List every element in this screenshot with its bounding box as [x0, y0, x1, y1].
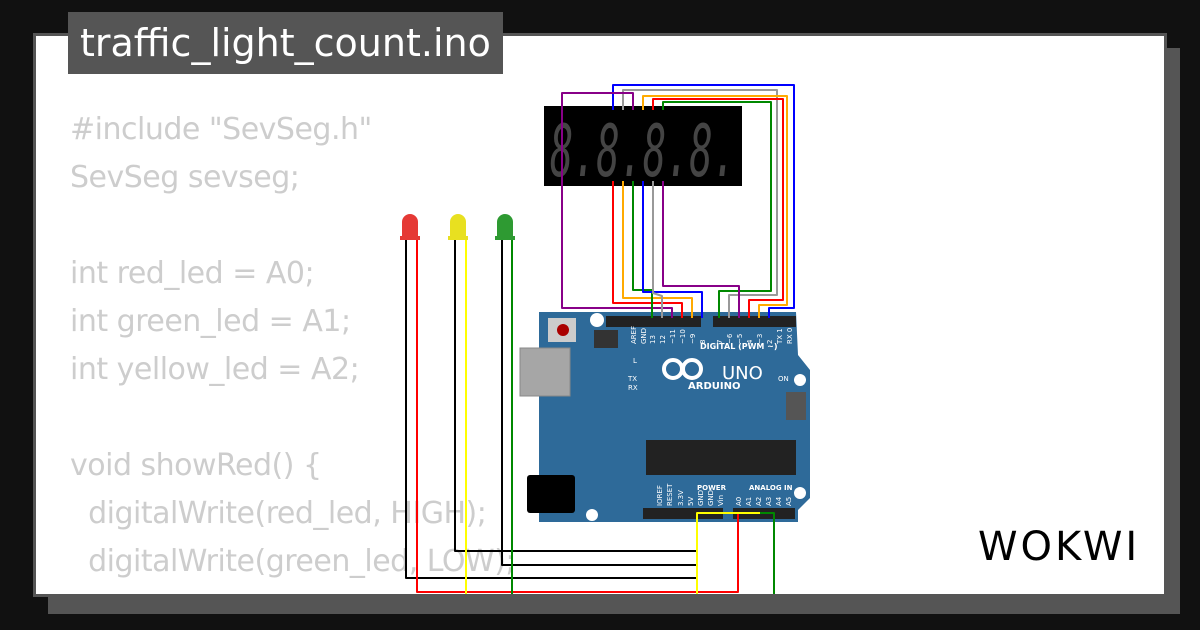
led-green[interactable] [495, 214, 515, 240]
circuit-diagram: 8.8.8.8. DIGITAL (PWM ~) ARDUINO UNO POW… [400, 84, 810, 597]
wire[interactable] [612, 181, 683, 318]
model-label: UNO [722, 363, 763, 384]
wire[interactable] [662, 101, 772, 318]
analog-pin-label: A1 [745, 497, 753, 506]
brand-label: ARDUINO [688, 381, 740, 392]
wire[interactable] [561, 92, 673, 318]
wokwi-logo[interactable]: WOKWI [978, 524, 1141, 570]
digital-pin-label: 2 [766, 340, 774, 344]
analog-pin-label: A5 [785, 497, 793, 506]
wire[interactable] [612, 84, 795, 318]
power-label: POWER [697, 484, 727, 492]
wire[interactable] [760, 512, 775, 597]
wire[interactable] [501, 240, 697, 566]
analog-pin-label: A2 [755, 497, 763, 506]
code-line: int green_led = A1; [70, 304, 351, 339]
led-yellow[interactable] [448, 214, 468, 240]
led-label: L [633, 357, 637, 365]
led-label: RX [628, 384, 638, 392]
digital-pin-label: 4 [746, 339, 754, 344]
led-red[interactable] [400, 214, 420, 240]
digital-pin-label: ~11 [669, 329, 677, 344]
wire[interactable] [622, 181, 693, 318]
wire[interactable] [662, 181, 740, 318]
arduino-uno[interactable]: DIGITAL (PWM ~) ARDUINO UNO POWER ANALOG… [519, 312, 810, 522]
power-pin-label: GND [697, 490, 705, 506]
led-label: ON [778, 375, 789, 383]
code-line: int red_led = A0; [70, 256, 315, 291]
digital-pin-label: TX 1 [776, 328, 784, 345]
digital-pin-label: 7 [716, 340, 724, 344]
digital-pin-label: ~5 [736, 334, 744, 344]
power-jack [527, 475, 575, 513]
code-line: SevSeg sevseg; [70, 160, 300, 195]
power-pin-label: Vin [717, 495, 725, 506]
digital-pin-label: 12 [659, 335, 667, 344]
digital-pin-label: ~9 [689, 334, 697, 344]
code-preview: #include "SevSeg.h" SevSeg sevseg; int re… [70, 106, 524, 594]
power-pin-label: 3.3V [677, 490, 685, 506]
wire[interactable] [416, 240, 739, 593]
digital-pin-label: ~3 [756, 334, 764, 344]
digital-pin-label: ~6 [726, 333, 734, 344]
seven-segment-display[interactable]: 8.8.8.8. [544, 106, 742, 193]
code-line: int yellow_led = A2; [70, 352, 360, 387]
wire[interactable] [454, 240, 697, 552]
analog-pin-label: A4 [775, 496, 783, 506]
power-pin-label: RESET [666, 483, 674, 506]
preview-panel: #include "SevSeg.h" SevSeg sevseg; int re… [33, 33, 1167, 597]
digital-pin-label: 13 [649, 335, 657, 344]
digital-pin-label: AREF [630, 326, 638, 344]
code-line: digitalWrite(red_led, HIGH); [70, 496, 487, 531]
analog-pin-label: A3 [765, 497, 773, 506]
digital-label: DIGITAL (PWM ~) [700, 342, 778, 351]
power-pin-label: GND [707, 490, 715, 506]
wire[interactable] [652, 181, 663, 318]
display-digits: 8.8.8.8. [550, 109, 736, 193]
microcontroller-chip [646, 440, 796, 475]
analog-label: ANALOG IN [749, 484, 793, 492]
wire[interactable] [696, 512, 760, 597]
wire[interactable] [642, 181, 703, 318]
file-title: traffic_light_count.ino [68, 12, 503, 74]
usb-port [519, 347, 571, 397]
digital-pin-label: GND [640, 328, 648, 344]
digital-pin-label: RX 0 [786, 328, 794, 344]
power-pin-label: IOREF [656, 485, 664, 506]
power-pin-label: 5V [687, 497, 695, 506]
analog-pin-label: A0 [735, 497, 743, 506]
wire[interactable] [642, 95, 788, 318]
digital-pin-label: ~10 [679, 329, 687, 344]
code-line: digitalWrite(green_led, LOW); [70, 544, 516, 579]
code-line: #include "SevSeg.h" [70, 112, 372, 147]
wire[interactable] [652, 98, 784, 318]
digital-pin-label: 8 [699, 340, 707, 344]
led-label: TX [627, 375, 637, 383]
code-line: void showRed() { [70, 448, 322, 483]
